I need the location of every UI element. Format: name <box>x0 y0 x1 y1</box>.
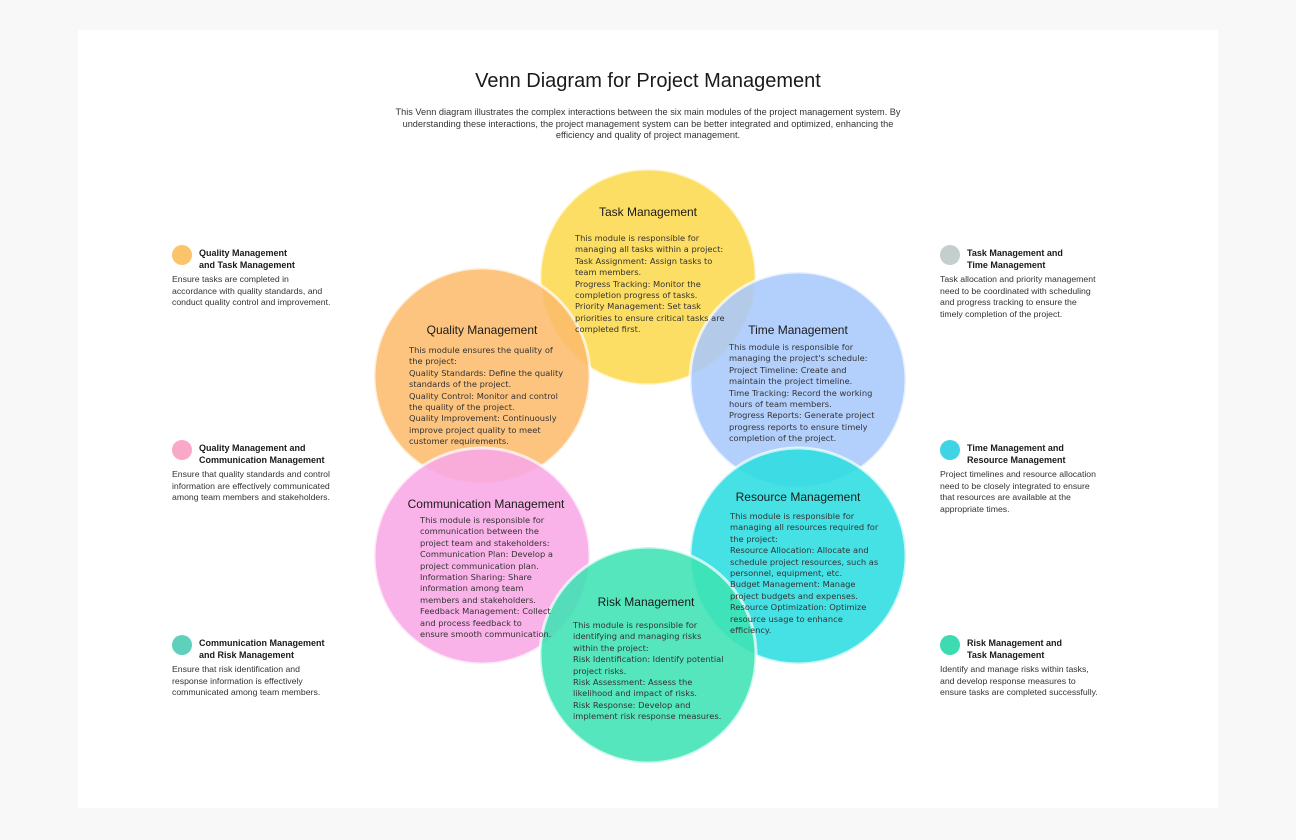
legend-dot <box>940 245 960 265</box>
legend-title: Risk Management and Task Management <box>967 638 1063 660</box>
risk-body: This module is responsible for identifyi… <box>573 620 724 722</box>
time-title: Time Management <box>748 323 848 337</box>
legend-description: Ensure tasks are completed in accordance… <box>172 274 331 307</box>
resource-title: Resource Management <box>735 490 861 504</box>
legend-description: Task allocation and priority management … <box>940 274 1096 319</box>
legend-dot <box>172 440 192 460</box>
legend-title: Task Management and Time Management <box>967 248 1063 270</box>
time-body: This module is responsible for managing … <box>729 342 875 444</box>
legend-title: Time Management and Resource Management <box>967 443 1066 465</box>
page-subtitle: This Venn diagram illustrates the comple… <box>395 107 901 141</box>
legend-description: Identify and manage risks within tasks, … <box>940 664 1098 697</box>
circle-risk-management <box>538 545 758 765</box>
legend-description: Ensure that quality standards and contro… <box>172 469 330 502</box>
legend-title: Quality Management and Communication Man… <box>199 443 325 465</box>
legend-description: Project timelines and resource allocatio… <box>940 469 1096 514</box>
page-title: Venn Diagram for Project Management <box>475 70 821 92</box>
communication-title: Communication Management <box>407 497 565 511</box>
legend-title: Quality Management and Task Management <box>199 248 295 270</box>
task-title: Task Management <box>598 205 698 219</box>
legend-title: Communication Management and Risk Manage… <box>199 638 325 660</box>
legend-dot <box>940 635 960 655</box>
task-body: This module is responsible for managing … <box>575 233 725 335</box>
legend-dot <box>172 245 192 265</box>
circle-communication-management <box>372 446 592 666</box>
communication-body: This module is responsible for communica… <box>420 515 553 640</box>
legend-dot <box>172 635 192 655</box>
legend-description: Ensure that risk identification and resp… <box>172 664 321 697</box>
risk-title: Risk Management <box>597 595 695 609</box>
quality-title: Quality Management <box>426 323 538 337</box>
quality-body: This module ensures the quality of the p… <box>409 345 564 447</box>
resource-body: This module is responsible for managing … <box>730 511 879 636</box>
legend-dot <box>940 440 960 460</box>
